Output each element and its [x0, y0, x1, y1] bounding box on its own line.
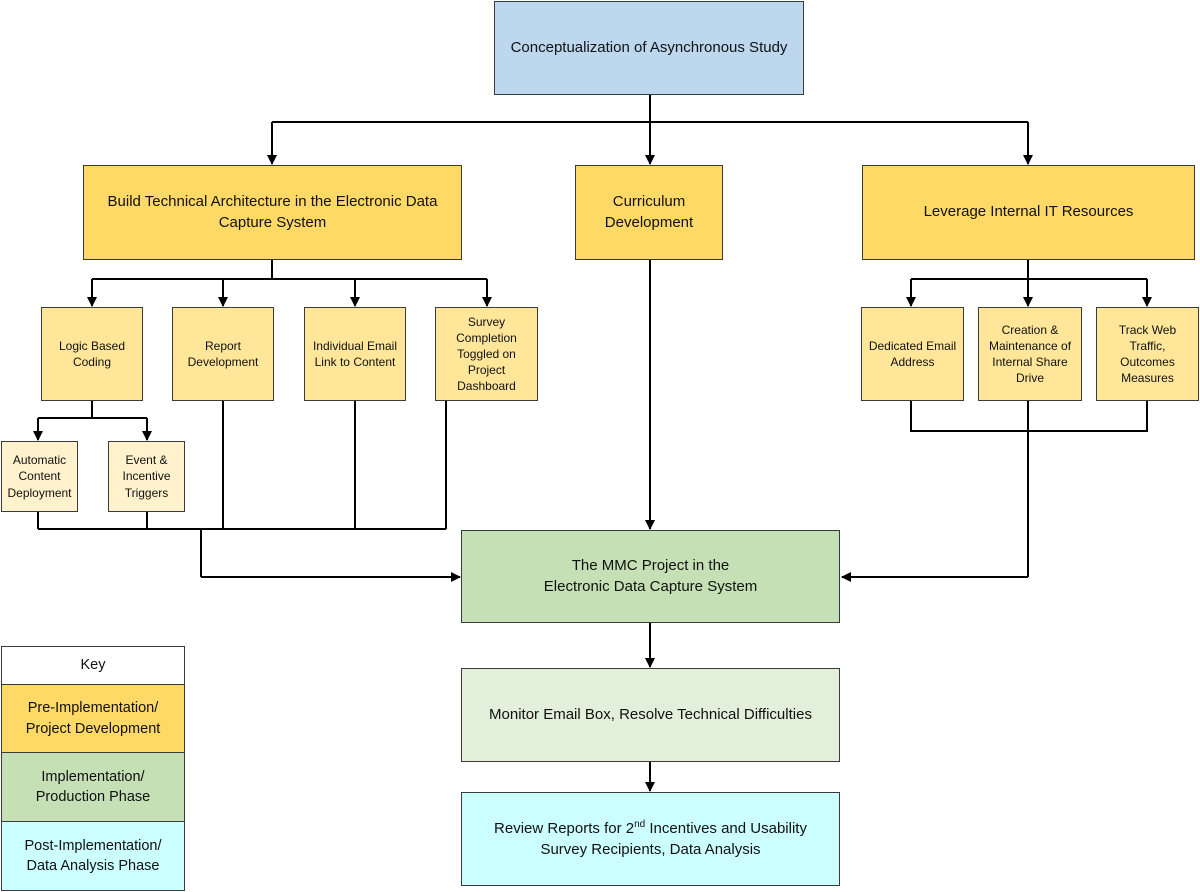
- review-reports-line2: Survey Recipients, Data Analysis: [540, 840, 761, 858]
- node-individual-email-link: Individual Email Link to Content: [304, 307, 406, 401]
- node-dedicated-email-label: Dedicated Email Address: [868, 338, 957, 369]
- node-curriculum-development-label: Curriculum Development: [604, 193, 694, 231]
- node-internal-share-drive: Creation & Maintenance of Internal Share…: [978, 307, 1082, 401]
- node-dedicated-email: Dedicated Email Address: [861, 307, 964, 401]
- node-automatic-content-deployment-label: Automatic Content Deployment: [7, 453, 72, 500]
- node-conceptualization-label: Conceptualization of Asynchronous Study: [510, 38, 788, 56]
- key-title-label: Key: [80, 657, 106, 674]
- node-event-incentive-triggers-label: Event & Incentive Triggers: [122, 453, 171, 500]
- node-survey-completion: Survey Completion Toggled on Project Das…: [435, 307, 538, 401]
- key-implementation-label: Implementation/ Production Phase: [35, 768, 151, 805]
- node-monitor-email-label: Monitor Email Box, Resolve Technical Dif…: [489, 705, 812, 723]
- node-logic-based-coding: Logic Based Coding: [41, 307, 143, 401]
- node-individual-email-link-label: Individual Email Link to Content: [312, 338, 398, 369]
- node-build-technical-architecture-label: Build Technical Architecture in the Elec…: [107, 193, 438, 231]
- node-survey-completion-label: Survey Completion Toggled on Project Das…: [456, 314, 517, 394]
- node-curriculum-development: Curriculum Development: [575, 165, 723, 260]
- review-reports-superscript: nd: [634, 819, 646, 831]
- node-mmc-project-label: The MMC Project in the Electronic Data C…: [543, 557, 758, 595]
- key-post-implementation: Post-Implementation/ Data Analysis Phase: [1, 821, 185, 891]
- node-internal-share-drive-label: Creation & Maintenance of Internal Share…: [988, 322, 1072, 386]
- review-reports-prefix: Review Reports for 2: [494, 820, 635, 838]
- key-post-implementation-label: Post-Implementation/ Data Analysis Phase: [24, 837, 162, 874]
- node-report-development: Report Development: [172, 307, 274, 401]
- review-reports-suffix: Incentives and Usability: [645, 820, 807, 838]
- node-monitor-email: Monitor Email Box, Resolve Technical Dif…: [461, 668, 840, 762]
- node-track-web-traffic-label: Track Web Traffic, Outcomes Measures: [1118, 322, 1177, 386]
- node-automatic-content-deployment: Automatic Content Deployment: [1, 441, 78, 512]
- node-track-web-traffic: Track Web Traffic, Outcomes Measures: [1096, 307, 1199, 401]
- node-review-reports-label: Review Reports for 2nd Incentives and Us…: [494, 818, 807, 860]
- node-leverage-it: Leverage Internal IT Resources: [862, 165, 1195, 260]
- node-logic-based-coding-label: Logic Based Coding: [58, 338, 126, 369]
- node-report-development-label: Report Development: [187, 338, 259, 369]
- key-title: Key: [1, 646, 185, 685]
- key-pre-implementation-label: Pre-Implementation/ Project Development: [25, 700, 161, 737]
- node-build-technical-architecture: Build Technical Architecture in the Elec…: [83, 165, 462, 260]
- key-pre-implementation: Pre-Implementation/ Project Development: [1, 684, 185, 753]
- node-mmc-project: The MMC Project in the Electronic Data C…: [461, 530, 840, 623]
- node-leverage-it-label: Leverage Internal IT Resources: [923, 203, 1134, 221]
- node-event-incentive-triggers: Event & Incentive Triggers: [108, 441, 185, 512]
- node-review-reports: Review Reports for 2nd Incentives and Us…: [461, 792, 840, 886]
- node-conceptualization: Conceptualization of Asynchronous Study: [494, 1, 804, 95]
- key-implementation: Implementation/ Production Phase: [1, 752, 185, 822]
